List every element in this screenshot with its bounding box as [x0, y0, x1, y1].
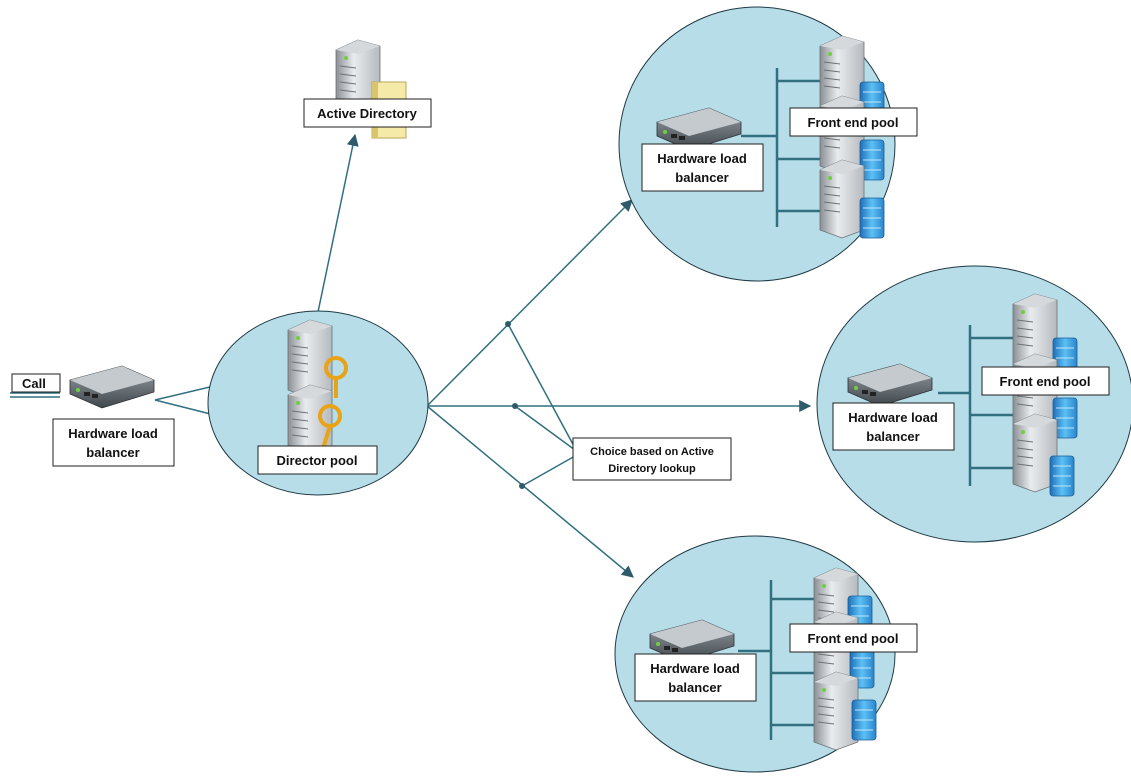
director-pool-label: Director pool — [257, 445, 378, 475]
svg-text:balancer: balancer — [866, 429, 919, 444]
pool-3-front-end-label: Front end pool — [789, 623, 918, 653]
active-directory-label: Active Directory — [303, 98, 432, 128]
active-directory: Active Directory — [303, 39, 432, 139]
svg-text:Front end pool: Front end pool — [1000, 374, 1091, 389]
svg-text:Director pool: Director pool — [277, 453, 358, 468]
entry-load-balancer: Hardware load balancer — [52, 365, 175, 467]
svg-text:balancer: balancer — [86, 445, 139, 460]
junction-dots — [505, 321, 525, 489]
svg-text:Active Directory: Active Directory — [317, 106, 417, 121]
front-end-pool-site-1: Front end pool Hardware load balancer — [618, 6, 918, 282]
storage-icon — [1049, 455, 1075, 497]
svg-text:Hardware load: Hardware load — [68, 426, 158, 441]
director-pool: Director pool — [207, 310, 429, 496]
svg-text:Hardware load: Hardware load — [848, 410, 938, 425]
front-end-server-icon — [813, 671, 859, 751]
pool-3-lb-label: Hardware load balancer — [634, 653, 757, 702]
svg-text:Hardware load: Hardware load — [650, 661, 740, 676]
connector-lines — [10, 133, 812, 578]
choice-label: Choice based on Active Directory lookup — [572, 437, 732, 481]
storage-icon — [851, 699, 877, 741]
pool-2-front-end-label: Front end pool — [981, 366, 1110, 396]
front-end-pool-site-2: Front end pool Hardware load balancer — [816, 265, 1131, 543]
pool-1-lb-label: Hardware load balancer — [641, 143, 764, 192]
load-balancer-icon — [69, 365, 155, 409]
front-end-server-icon — [819, 159, 865, 239]
svg-text:balancer: balancer — [668, 680, 721, 695]
storage-icon — [859, 197, 885, 239]
call-label: Call — [11, 373, 61, 393]
svg-text:balancer: balancer — [675, 170, 728, 185]
svg-text:Front end pool: Front end pool — [808, 115, 899, 130]
pool-1-front-end-label: Front end pool — [789, 107, 918, 137]
front-end-pool-site-3: Front end pool Hardware load balancer — [614, 535, 918, 773]
entry-lb-label: Hardware load balancer — [52, 418, 175, 467]
svg-text:Choice based on Active: Choice based on Active — [590, 446, 714, 458]
svg-text:Hardware load: Hardware load — [657, 151, 747, 166]
pool-2-lb-label: Hardware load balancer — [832, 402, 955, 451]
svg-text:Directory lookup: Directory lookup — [608, 463, 696, 475]
svg-text:Front end pool: Front end pool — [808, 631, 899, 646]
svg-text:Call: Call — [22, 376, 46, 391]
key-icon — [324, 356, 348, 398]
